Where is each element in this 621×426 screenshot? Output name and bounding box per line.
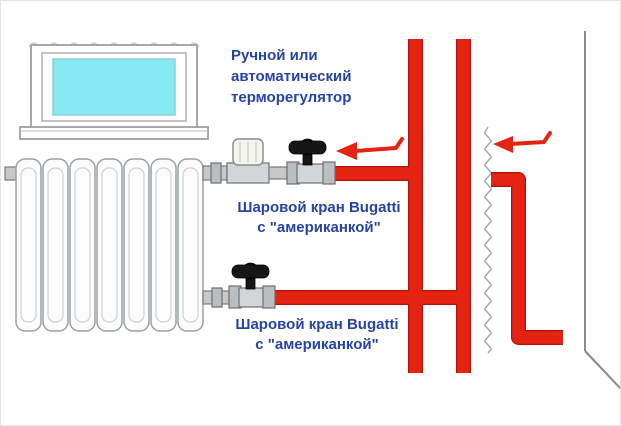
ball-valve-bottom-label-line-2: с "американкой" [255, 336, 379, 353]
flow-arrow-2 [493, 131, 552, 153]
ball-valve-top-label-line-2: с "американкой" [257, 219, 381, 236]
valve-tee-handle [231, 264, 270, 279]
thermostat-label-line-1: Ручной или [231, 47, 318, 64]
ball-valve-top-label: Шаровой кран Bugatti с "американкой" [231, 198, 407, 238]
neighbor-riser-outline [491, 172, 563, 345]
radiator-section-slot [20, 167, 37, 323]
flow-arrow-2-shaft [508, 131, 552, 146]
union-nut [211, 287, 223, 308]
radiator-section-slot [74, 167, 91, 323]
thermostat-label-line-3: терморегулятор [231, 89, 352, 106]
radiator-section [69, 158, 96, 332]
thermostatic-valve [202, 138, 288, 184]
radiator-section-slot [47, 167, 64, 323]
ball-valve-bottom-label: Шаровой кран Bugatti с "американкой" [227, 315, 407, 355]
valve-nut-right [262, 285, 276, 309]
valve-tee-handle [288, 140, 327, 155]
ball-valve-bottom [202, 262, 276, 309]
window [19, 42, 209, 140]
ball-valve-top [286, 138, 336, 185]
window-sill [19, 126, 209, 140]
thermostat-body [226, 162, 270, 184]
radiator-section-slot [101, 167, 118, 323]
flow-arrow-left-icon [493, 136, 513, 153]
red-pipes [274, 39, 563, 373]
neighbor-riser-pipe [491, 173, 563, 344]
radiator [4, 158, 204, 332]
flow-arrow-left-icon [336, 142, 357, 160]
radiator-section [15, 158, 42, 332]
ball-valve-bottom-label-line-1: Шаровой кран Bugatti [235, 316, 399, 333]
radiator-section-slot [182, 167, 199, 323]
window-glass [52, 58, 176, 116]
radiator-left-plug [4, 166, 18, 181]
flow-arrow-1-shaft [353, 137, 404, 153]
radiator-section [42, 158, 69, 332]
thermostat-label: Ручной или автоматический терморегулятор [231, 45, 421, 108]
thermostat-label-line-2: автоматический [231, 68, 352, 85]
radiator-section-slot [155, 167, 172, 323]
radiator-section [96, 158, 123, 332]
connector-pipe [268, 166, 288, 180]
valve-nut-right [322, 161, 336, 185]
union-nut [210, 162, 222, 184]
ball-valve-top-label-line-1: Шаровой кран Bugatti [237, 199, 401, 216]
wall-break-zigzag [483, 126, 493, 354]
radiator-section [123, 158, 150, 332]
radiator-section-slot [128, 167, 145, 323]
flow-arrow-1 [336, 137, 404, 160]
wall-floor-diagonal [584, 350, 620, 390]
wall-corner [584, 31, 620, 390]
valve-body [296, 163, 326, 184]
radiator-section [150, 158, 177, 332]
radiator-section [177, 158, 204, 332]
valve-body [238, 287, 266, 308]
